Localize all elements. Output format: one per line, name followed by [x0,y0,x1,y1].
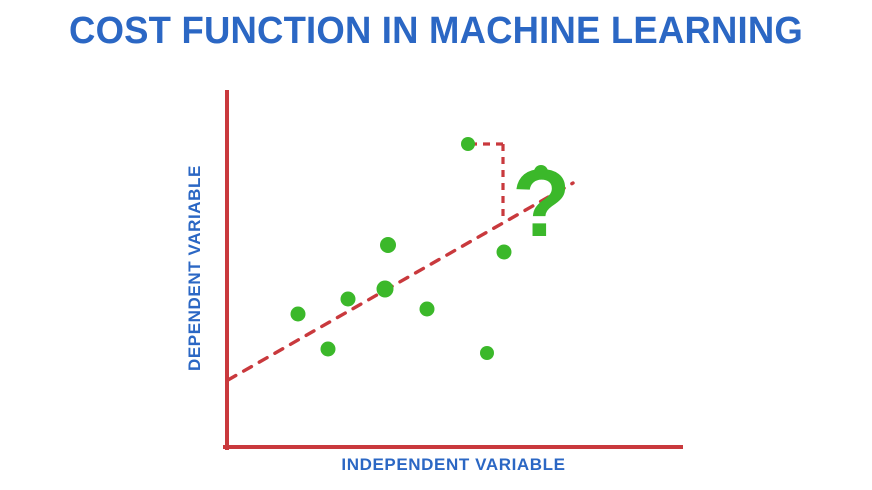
data-point[interactable] [480,346,494,360]
scatter-plot-figure: ? [0,70,872,490]
data-point[interactable] [320,341,336,357]
question-mark-annotation: ? [512,150,571,257]
data-point[interactable] [496,244,512,260]
data-point[interactable] [419,301,435,317]
data-point[interactable] [340,291,356,307]
regression-line [226,181,575,382]
x-axis-label: INDEPENDENT VARIABLE [341,455,566,474]
data-point[interactable] [376,280,394,298]
data-point[interactable] [380,237,396,253]
y-axis-label: DEPENDENT VARIABLE [185,165,204,372]
page-title: COST FUNCTION IN MACHINE LEARNING [69,10,803,52]
plot-svg [223,90,683,450]
data-point-outlier[interactable] [461,137,475,151]
data-point[interactable] [290,306,306,322]
data-point[interactable] [534,165,548,179]
